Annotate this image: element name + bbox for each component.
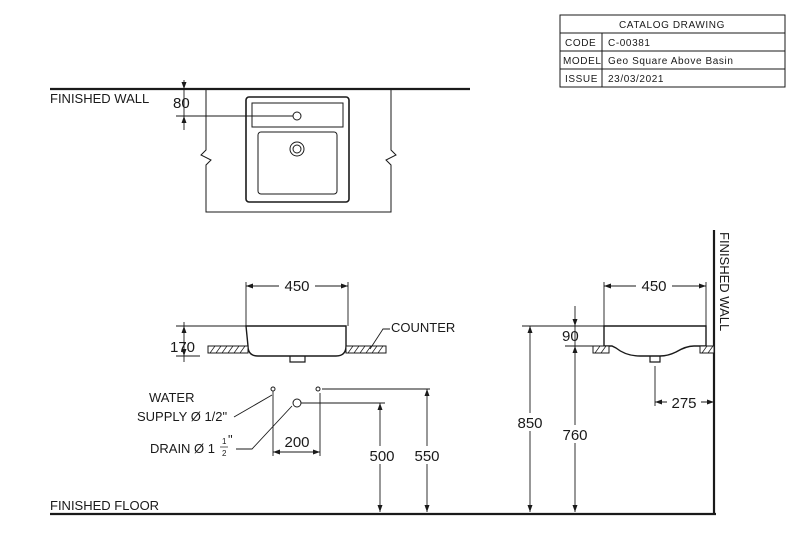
title-block-model-value: Geo Square Above Basin: [608, 56, 734, 67]
drain-frac-den: 2: [222, 449, 227, 458]
supply-point-right: [315, 386, 321, 392]
drain-suffix: ": [228, 432, 233, 447]
front-basin: [245, 325, 347, 357]
title-block-code-value: C-00381: [608, 38, 651, 49]
plan-tap-hole: [292, 111, 302, 121]
plan-drain-inner: [292, 144, 302, 154]
title-block-header: CATALOG DRAWING: [619, 20, 725, 31]
dim-plan-80: 80: [173, 95, 190, 112]
finished-floor-label: FINISHED FLOOR: [50, 498, 159, 513]
dim-basin-90: 90: [562, 328, 579, 345]
dim-drain-200: 200: [284, 434, 309, 451]
dim-front-450: 450: [284, 278, 309, 295]
water-supply-label-1: WATER: [149, 390, 195, 405]
side-view: FINISHED WALL 450 850 760 90: [514, 230, 732, 514]
plan-basin-outer: [245, 96, 350, 203]
title-block: CATALOG DRAWING CODE C-00381 MODEL Geo S…: [559, 14, 786, 88]
dim-counter-850: 850: [517, 415, 542, 432]
side-finished-wall-label: FINISHED WALL: [717, 232, 732, 331]
drain-frac-num: 1: [222, 437, 227, 446]
dim-rim-760: 760: [562, 427, 587, 444]
front-view: 450 COUNTER 170 WATER SUPP: [137, 276, 455, 512]
dim-side-450: 450: [641, 278, 666, 295]
side-basin: [603, 325, 707, 357]
dim-supply-550: 550: [414, 448, 439, 465]
dim-front-170: 170: [170, 339, 195, 356]
water-supply-label-2: SUPPLY Ø 1/2": [137, 409, 228, 424]
title-block-model-key: MODEL: [563, 56, 602, 67]
drain-label: DRAIN Ø 1: [150, 441, 215, 456]
supply-point-left: [270, 386, 276, 392]
counter-label: COUNTER: [391, 320, 455, 335]
dim-drain-275: 275: [671, 395, 696, 412]
plan-drain-outer: [289, 141, 305, 157]
plan-basin-bowl: [257, 131, 338, 195]
plan-finished-wall-label: FINISHED WALL: [50, 91, 149, 106]
plan-view: FINISHED WALL 80: [50, 80, 470, 213]
title-block-issue-value: 23/03/2021: [608, 74, 664, 85]
title-block-code-key: CODE: [565, 38, 596, 49]
title-block-issue-key: ISSUE: [565, 74, 598, 85]
dim-drain-500: 500: [369, 448, 394, 465]
drain-point: [292, 398, 302, 408]
